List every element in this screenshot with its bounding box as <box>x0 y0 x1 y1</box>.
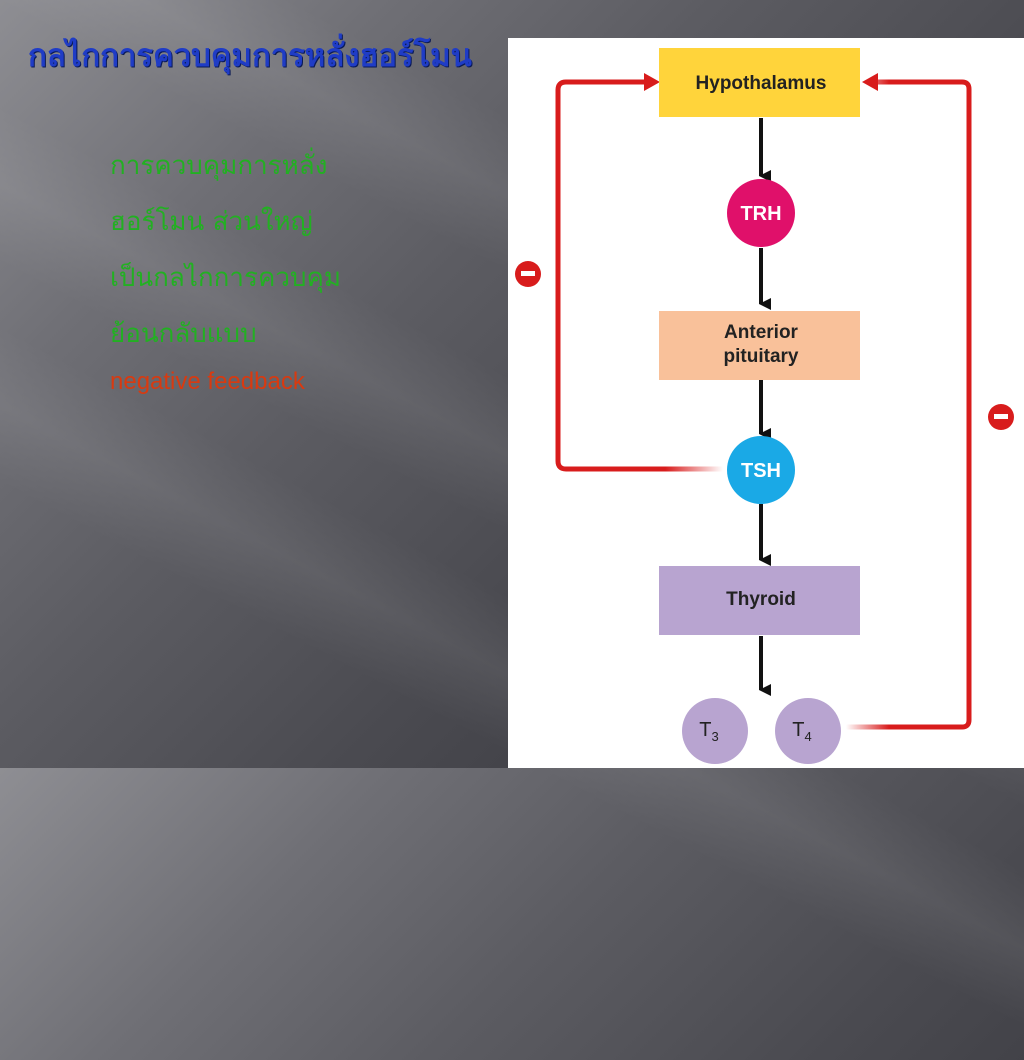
tsh-label: TSH <box>741 460 781 482</box>
slide-title: กลไกการควบคุมการหลั่งฮอร์โมน <box>28 38 472 74</box>
bullet-line-2: ฮอร์โมน ส่วนใหญ่ <box>110 207 313 237</box>
tsh-circle <box>727 436 795 504</box>
trh-label: TRH <box>740 203 781 225</box>
anterior-pituitary-label-1: Anterior <box>724 322 799 343</box>
thyroid-label: Thyroid <box>726 589 796 610</box>
feedback-left-arrowhead <box>644 73 660 91</box>
bullet-line-1: การควบคุมการหลั่ง <box>110 151 328 181</box>
thyroid-feedback-diagram: Hypothalamus TRH Anterior pituitary TSH … <box>508 38 1024 768</box>
t4-label: T4 <box>792 719 811 744</box>
trh-circle <box>727 179 795 247</box>
t3-circle <box>682 698 748 764</box>
anterior-pituitary-box <box>659 311 860 380</box>
diagram-svg: Hypothalamus TRH Anterior pituitary TSH … <box>515 48 1014 764</box>
minus-sign-right <box>988 404 1014 430</box>
thyroid-box <box>659 566 860 635</box>
t4-circle <box>775 698 841 764</box>
bullet-line-4: ย้อนกลับแบบ <box>110 319 257 349</box>
feedback-loop-left <box>555 79 723 472</box>
hypothalamus-box <box>659 48 860 117</box>
bullet-line-3: เป็นกลไกการควบคุม <box>110 263 341 293</box>
bullet-text: การควบคุมการหลั่ง ฮอร์โมน ส่วนใหญ่ เป็นก… <box>110 138 410 396</box>
feedback-right-arrowhead <box>862 73 878 91</box>
minus-sign-left <box>515 261 541 287</box>
anterior-pituitary-label-2: pituitary <box>724 346 799 367</box>
hypothalamus-label: Hypothalamus <box>696 73 827 94</box>
t3-label: T3 <box>699 719 718 744</box>
feedback-loop-right <box>846 79 972 730</box>
negative-feedback-text: negative feedback <box>110 368 305 395</box>
